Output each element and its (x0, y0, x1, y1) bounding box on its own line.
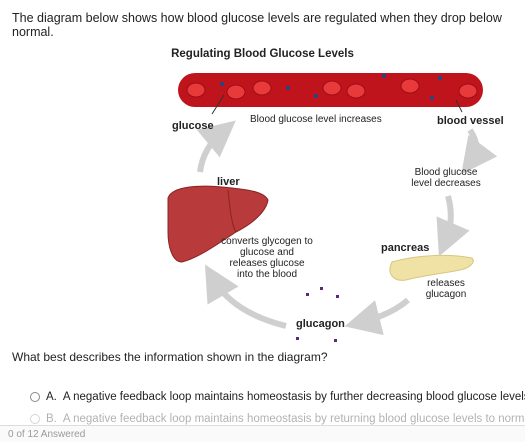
answered-count: 0 of 12 Answered (8, 429, 86, 440)
red-blood-cells (186, 78, 478, 100)
question-text: What best describes the information show… (12, 350, 328, 364)
increase-label: Blood glucose level increases (250, 114, 382, 125)
option-b[interactable]: B. A negative feedback loop maintains ho… (30, 413, 525, 425)
intro-text: The diagram below shows how blood glucos… (12, 11, 502, 39)
option-a[interactable]: A. A negative feedback loop maintains ho… (30, 391, 525, 403)
pancreas-label: pancreas (381, 242, 430, 254)
option-b-text: A negative feedback loop maintains homeo… (62, 413, 525, 425)
arrow-decreases-to-pancreas (436, 195, 470, 257)
arrow-vessel-to-decreases (461, 128, 498, 175)
vessel-pointer (455, 99, 463, 113)
answer-progress-bar: 0 of 12 Answered (0, 425, 525, 442)
diagram-title: Regulating Blood Glucose Levels (171, 48, 354, 60)
liver-action-label: converts glycogen to glucose and release… (221, 236, 313, 280)
glucose-label: glucose (172, 120, 214, 132)
liver-label: liver (217, 176, 240, 188)
liver-shape (167, 185, 269, 263)
glucose-pointer (211, 94, 225, 115)
option-a-letter: A. (46, 391, 57, 403)
arrow-liver-to-vessel (196, 120, 236, 173)
pancreas-shape (389, 254, 474, 281)
glucagon-label: glucagon (296, 318, 345, 330)
glucose-regulation-diagram (167, 73, 498, 342)
pancreas-action-label: releases glucagon (425, 278, 467, 300)
option-a-text: A negative feedback loop maintains homeo… (62, 391, 525, 403)
arrow-glucagon-to-liver (204, 264, 287, 329)
radio-button-b[interactable] (30, 414, 40, 424)
option-b-letter: B. (46, 413, 57, 425)
decrease-label: Blood glucose level decreases (411, 167, 481, 189)
glucagon-molecules (296, 287, 339, 342)
blood-vessel-label: blood vessel (437, 115, 504, 127)
glucose-molecules (220, 74, 442, 100)
radio-button-a[interactable] (30, 392, 40, 402)
arrow-pancreas-to-glucagon (344, 297, 410, 336)
